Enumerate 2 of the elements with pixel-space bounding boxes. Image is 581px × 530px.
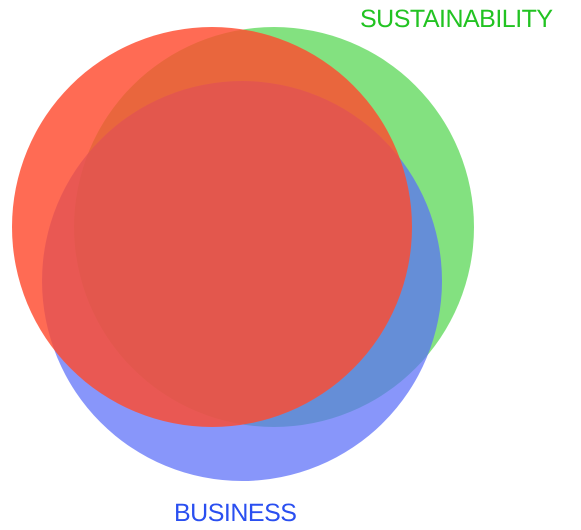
set-label: SUSTAINABILITY: [360, 5, 553, 34]
set-label: BUSINESS: [174, 499, 296, 528]
